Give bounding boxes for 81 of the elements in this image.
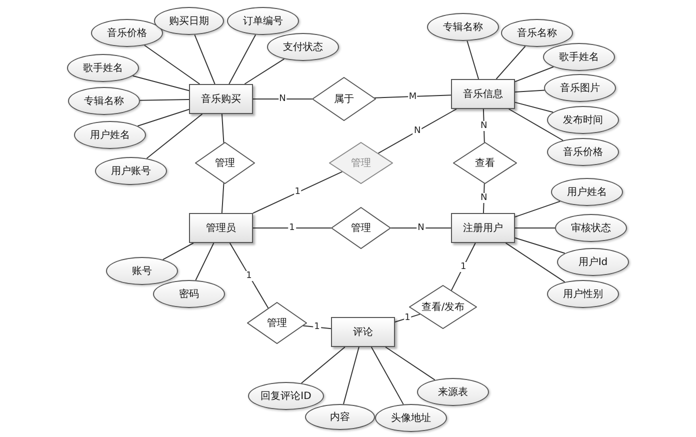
attribute-ellipse: 内容 <box>305 404 375 430</box>
attribute-ellipse: 账号 <box>106 257 178 285</box>
connector-line <box>221 182 224 214</box>
connector-line <box>229 242 269 309</box>
connector-line <box>221 114 224 144</box>
entity-box: 音乐购买 <box>189 84 253 114</box>
connector-line <box>514 200 561 218</box>
cardinality-label: N <box>416 223 426 233</box>
attribute-ellipse: 头像地址 <box>375 404 447 432</box>
cardinality-label: 1 <box>245 270 253 281</box>
attribute-ellipse: 发布时间 <box>547 106 619 134</box>
entity-box: 注册用户 <box>451 213 515 243</box>
relationship-label: 管理 <box>351 156 371 170</box>
attribute-ellipse: 歌手姓名 <box>67 54 139 82</box>
relationship-label: 管理 <box>267 316 287 330</box>
attribute-ellipse: 审核状态 <box>555 214 627 242</box>
connector-line <box>144 44 200 84</box>
cardinality-label: 1 <box>460 262 468 272</box>
attribute-ellipse: 专辑名称 <box>427 13 499 41</box>
connector-line <box>194 34 216 84</box>
connector-line <box>139 99 190 101</box>
attribute-ellipse: 订单编号 <box>227 7 299 35</box>
connector-line <box>394 314 421 322</box>
connector-line <box>302 325 332 330</box>
entity-box: 管理员 <box>189 213 253 243</box>
connector-line <box>450 242 476 291</box>
connector-line <box>343 346 360 405</box>
connector-line <box>252 171 343 214</box>
relationship-label: 查看 <box>475 156 495 170</box>
attribute-ellipse: 音乐价格 <box>91 19 163 47</box>
cardinality-label: N <box>278 94 287 104</box>
cardinality-label: 1 <box>288 223 296 233</box>
connector-line <box>385 346 436 380</box>
connector-line <box>195 242 214 281</box>
attribute-ellipse: 专辑名称 <box>68 87 140 115</box>
attribute-ellipse: 歌手姓名 <box>543 43 615 71</box>
attribute-ellipse: 用户账号 <box>95 157 167 185</box>
connector-line <box>146 114 203 159</box>
attribute-ellipse: 用户姓名 <box>551 178 623 206</box>
connector-line <box>132 75 190 92</box>
cardinality-label: N <box>480 120 488 131</box>
connector-line <box>378 108 457 154</box>
attribute-ellipse: 购买日期 <box>154 7 224 35</box>
connector-line <box>370 346 404 405</box>
entity-box: 音乐信息 <box>451 79 515 109</box>
attribute-ellipse: 音乐名称 <box>501 19 573 47</box>
attribute-ellipse: 支付状态 <box>267 33 339 61</box>
connector-line <box>514 237 566 254</box>
relationship-label: 管理 <box>215 156 235 170</box>
attribute-ellipse: 用户性别 <box>547 280 619 308</box>
attribute-ellipse: 密码 <box>153 280 225 308</box>
connector-line <box>228 34 256 84</box>
connector-line <box>466 40 480 80</box>
connector-line <box>482 183 485 214</box>
relationship-label: 属于 <box>334 92 354 106</box>
attribute-ellipse: 音乐价格 <box>547 138 619 166</box>
attribute-ellipse: 用户Id <box>557 248 629 276</box>
connector-line <box>514 90 545 93</box>
connector-line <box>514 66 554 82</box>
connector-line <box>244 58 285 84</box>
connector-line <box>162 242 194 260</box>
connector-line <box>137 108 190 127</box>
connector-line <box>505 242 566 282</box>
cardinality-label: M <box>408 92 418 102</box>
connector-line <box>514 102 554 113</box>
cardinality-label: 1 <box>294 187 302 198</box>
connector-line <box>252 98 312 100</box>
connector-line <box>496 46 526 80</box>
connector-line <box>508 108 564 141</box>
cardinality-label: N <box>480 193 488 204</box>
relationship-label: 查看/发布 <box>421 300 465 314</box>
connector-line <box>482 108 485 143</box>
connector-line <box>374 94 452 98</box>
relationship-label: 管理 <box>351 222 371 236</box>
attribute-ellipse: 音乐图片 <box>544 74 616 102</box>
connector-line <box>300 346 346 384</box>
cardinality-label: N <box>412 126 422 136</box>
attribute-ellipse: 来源表 <box>417 378 489 406</box>
attribute-ellipse: 用户姓名 <box>74 121 146 149</box>
attribute-ellipse: 回复评论ID <box>248 382 324 410</box>
entity-box: 评论 <box>331 317 395 347</box>
